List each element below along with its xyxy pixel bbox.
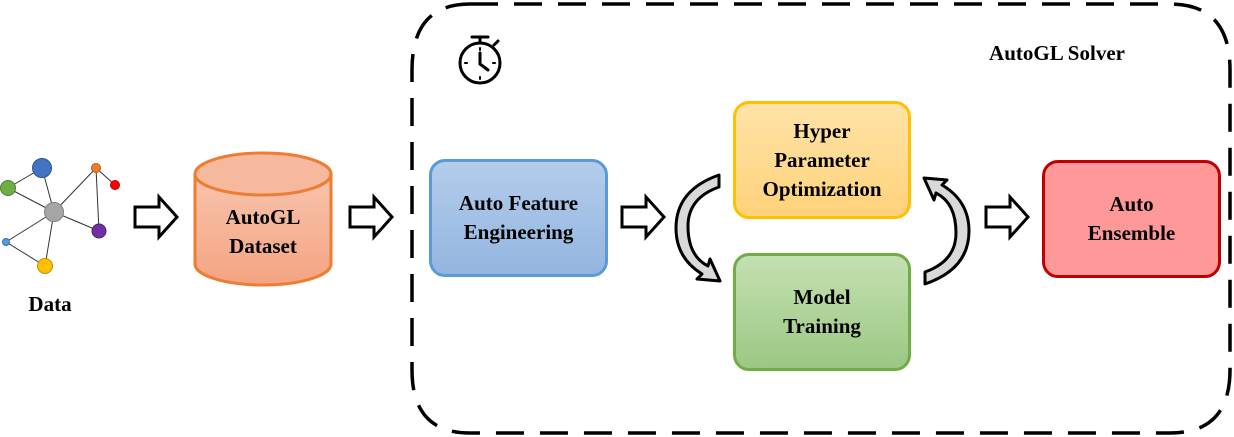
arrow-right-icon — [133, 193, 180, 241]
graph-node — [91, 163, 101, 173]
graph-node — [32, 158, 52, 178]
ensemble-label-line2: Ensemble — [1087, 221, 1176, 245]
graph-node — [91, 223, 107, 239]
feature-label-line2: Engineering — [463, 220, 574, 244]
arrow-right-icon — [348, 193, 395, 241]
graph-node — [37, 258, 53, 274]
model-training-box: Model Training — [733, 253, 911, 371]
feature-label-line1: Auto Feature — [458, 191, 579, 215]
training-label-line1: Model — [793, 285, 851, 309]
graph-node — [110, 180, 120, 190]
dataset-cylinder — [193, 151, 333, 287]
cycle-arrow-icon — [922, 176, 971, 286]
graph-node — [44, 202, 64, 222]
auto-feature-engineering-box: Auto Feature Engineering — [429, 159, 608, 277]
hpo-label-line3: Optimization — [762, 176, 882, 201]
graph-icon — [0, 158, 120, 274]
auto-ensemble-box: Auto Ensemble — [1042, 160, 1221, 278]
hyper-parameter-optimization-box: Hyper Parameter Optimization — [733, 101, 911, 219]
graph-node — [0, 180, 16, 196]
graph-node — [2, 238, 10, 246]
stopwatch-icon — [458, 35, 502, 85]
solver-title: AutoGL Solver — [989, 41, 1125, 65]
arrow-right-icon — [984, 193, 1031, 241]
cycle-arrow-icon — [674, 173, 722, 283]
ensemble-label-line1: Auto — [1109, 192, 1154, 216]
solver-boundary — [410, 2, 1232, 435]
arrow-right-icon — [620, 193, 667, 241]
data-label: Data — [28, 292, 72, 316]
hpo-label-line1: Hyper — [793, 118, 851, 143]
dataset-label-line1: AutoGL — [226, 205, 301, 229]
hpo-label-line2: Parameter — [774, 147, 870, 172]
training-label-line2: Training — [783, 314, 861, 338]
dataset-label-line2: Dataset — [229, 234, 297, 258]
